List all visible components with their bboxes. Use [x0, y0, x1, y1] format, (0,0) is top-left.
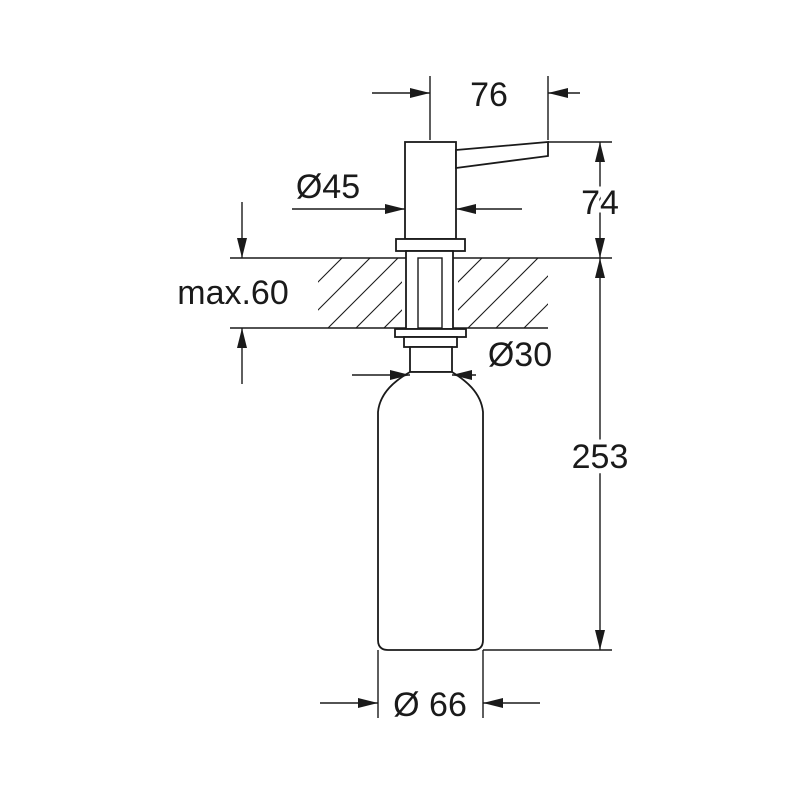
label-bottle-diameter: Ø 66: [393, 686, 467, 724]
label-shank-diameter: Ø30: [488, 336, 552, 374]
bottle-body: [377, 371, 484, 651]
dimension-below-counter: 253: [483, 258, 633, 651]
dimension-head-height: 74: [548, 141, 623, 258]
label-max-thickness: max.60: [177, 274, 289, 312]
dimension-bottle-diameter: Ø 66: [320, 650, 540, 724]
shank-inner-tube: [417, 257, 443, 329]
label-head-diameter: Ø45: [296, 168, 360, 206]
dispenser-head: [404, 141, 457, 240]
label-spout-reach: 76: [470, 76, 508, 114]
label-below-counter: 253: [572, 438, 629, 476]
dimension-spout-reach: 76: [372, 76, 580, 140]
dimension-max-thickness: max.60: [177, 202, 289, 384]
bottle-neck: [409, 346, 453, 373]
mounting-nut: [403, 336, 458, 348]
dimension-head-diameter: Ø45: [292, 168, 522, 214]
dispenser-spout: [455, 141, 549, 170]
dimension-shank-diameter: Ø30: [352, 336, 552, 380]
label-head-height: 74: [581, 184, 619, 222]
soap-dispenser: [377, 141, 549, 651]
mounting-washer: [394, 328, 467, 338]
dispenser-flange: [395, 238, 466, 252]
dispenser-shank: [405, 250, 454, 330]
